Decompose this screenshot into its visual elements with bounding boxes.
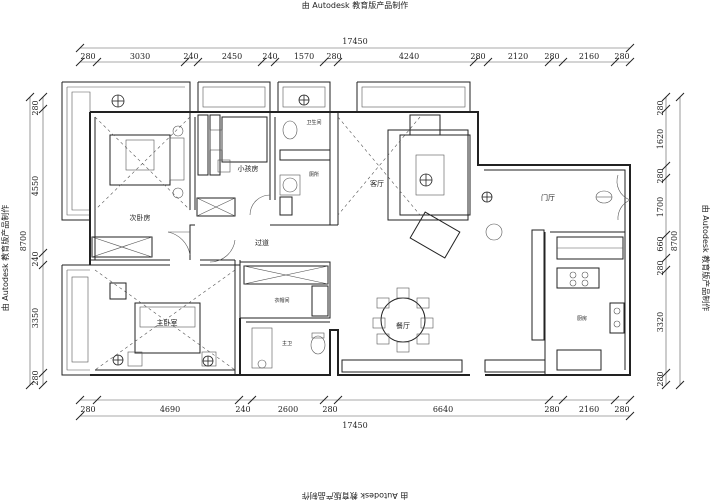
room-master-bath: 主卫 xyxy=(282,340,292,347)
bed xyxy=(94,269,236,371)
dim-top-seg: 3030 xyxy=(130,52,150,61)
room-living: 客厅 xyxy=(370,179,384,188)
dim-top-seg: 240 xyxy=(262,52,277,61)
dim-top-seg: 280 xyxy=(614,52,629,61)
dim-left-seg: 3350 xyxy=(31,308,40,328)
doors xyxy=(167,174,631,263)
bed xyxy=(209,116,268,173)
dimension-top: 17450 280 3030 240 2450 240 1570 280 424… xyxy=(75,37,635,67)
dim-bottom-seg: 280 xyxy=(322,405,337,414)
watermark-bottom: 由 Autodesk 教育版产品制作 xyxy=(302,491,408,500)
plant-icon xyxy=(481,191,493,203)
plant-icon xyxy=(419,173,433,187)
dim-top-seg: 280 xyxy=(470,52,485,61)
toilet-fixtures xyxy=(279,120,331,216)
dim-top-seg: 280 xyxy=(80,52,95,61)
room-dining: 餐厅 xyxy=(396,321,410,330)
plant-icon xyxy=(298,94,310,106)
dim-top-seg: 2160 xyxy=(579,52,599,61)
room-master-bedroom: 主卧室 xyxy=(157,318,178,327)
room-kitchen: 厨房 xyxy=(577,315,587,322)
shelf xyxy=(209,114,221,176)
watermark-right: 由 Autodesk 教育版产品制作 xyxy=(701,205,710,311)
wardrobe xyxy=(243,265,329,285)
dim-top-seg: 2450 xyxy=(222,52,242,61)
dim-bottom-seg: 2600 xyxy=(278,405,298,414)
dim-top-seg: 280 xyxy=(544,52,559,61)
dim-left-seg: 280 xyxy=(31,370,40,385)
wardrobe xyxy=(196,197,236,217)
dim-right-seg: 1700 xyxy=(656,197,665,217)
dim-right-seg: 660 xyxy=(656,236,665,251)
dining-set xyxy=(341,287,546,373)
dim-top-seg: 2120 xyxy=(508,52,528,61)
room-foyer: 门厅 xyxy=(541,193,555,202)
dimension-right: 280 1620 280 1700 660 280 3320 280 8700 xyxy=(656,92,685,390)
plant-icon xyxy=(202,355,214,367)
dim-bottom-seg: 280 xyxy=(544,405,559,414)
walls xyxy=(61,81,631,376)
dim-bottom-total: 17450 xyxy=(342,421,367,430)
dim-top-seg: 1570 xyxy=(294,52,314,61)
dimension-left: 280 4550 240 3350 280 8700 xyxy=(19,92,48,390)
foyer-fixtures xyxy=(531,190,613,341)
shelf xyxy=(197,114,209,176)
room-second-bedroom: 次卧房 xyxy=(130,213,151,222)
room-kids: 小孩房 xyxy=(238,164,259,173)
bed xyxy=(94,116,191,211)
dim-bottom-seg: 6640 xyxy=(433,405,453,414)
dim-left-seg: 280 xyxy=(31,100,40,115)
bath-fixtures xyxy=(251,327,326,369)
dim-top-seg: 280 xyxy=(326,52,341,61)
dim-bottom-seg: 4690 xyxy=(160,405,180,414)
dim-right-seg: 3320 xyxy=(656,312,665,332)
shelf xyxy=(311,285,329,317)
dim-right-seg: 280 xyxy=(656,371,665,386)
dim-right-seg: 280 xyxy=(656,168,665,183)
dim-left-seg: 240 xyxy=(31,251,40,266)
dim-top-seg: 4240 xyxy=(399,52,419,61)
plant-icon xyxy=(112,354,124,366)
dim-bottom-seg: 280 xyxy=(80,405,95,414)
watermark-left: 由 Autodesk 教育版产品制作 xyxy=(0,205,10,311)
kitchen-fixtures xyxy=(556,236,625,371)
dim-bottom-seg: 240 xyxy=(235,405,250,414)
dim-bottom-seg: 280 xyxy=(614,405,629,414)
dim-right-seg: 280 xyxy=(656,260,665,275)
plant-icon xyxy=(111,94,125,108)
dim-right-seg: 280 xyxy=(656,100,665,115)
watermark-top: 由 Autodesk 教育版产品制作 xyxy=(302,0,408,10)
dim-top-seg: 240 xyxy=(183,52,198,61)
room-toilet-b: 厕所 xyxy=(309,171,319,178)
dim-right-total: 8700 xyxy=(670,231,679,251)
dim-left-total: 8700 xyxy=(19,231,28,251)
dim-top-total: 17450 xyxy=(342,37,367,46)
dim-left-seg: 4550 xyxy=(31,176,40,196)
sofa-set xyxy=(337,114,503,259)
room-corridor: 过道 xyxy=(255,238,269,247)
dim-bottom-seg: 2160 xyxy=(579,405,599,414)
dim-right-seg: 1620 xyxy=(656,129,665,149)
room-cloakroom: 衣帽间 xyxy=(274,297,289,304)
dimension-bottom: 280 4690 240 2600 280 6640 280 2160 280 … xyxy=(75,395,635,430)
room-toilet-a: 卫生间 xyxy=(306,119,321,126)
wardrobe xyxy=(91,236,153,258)
